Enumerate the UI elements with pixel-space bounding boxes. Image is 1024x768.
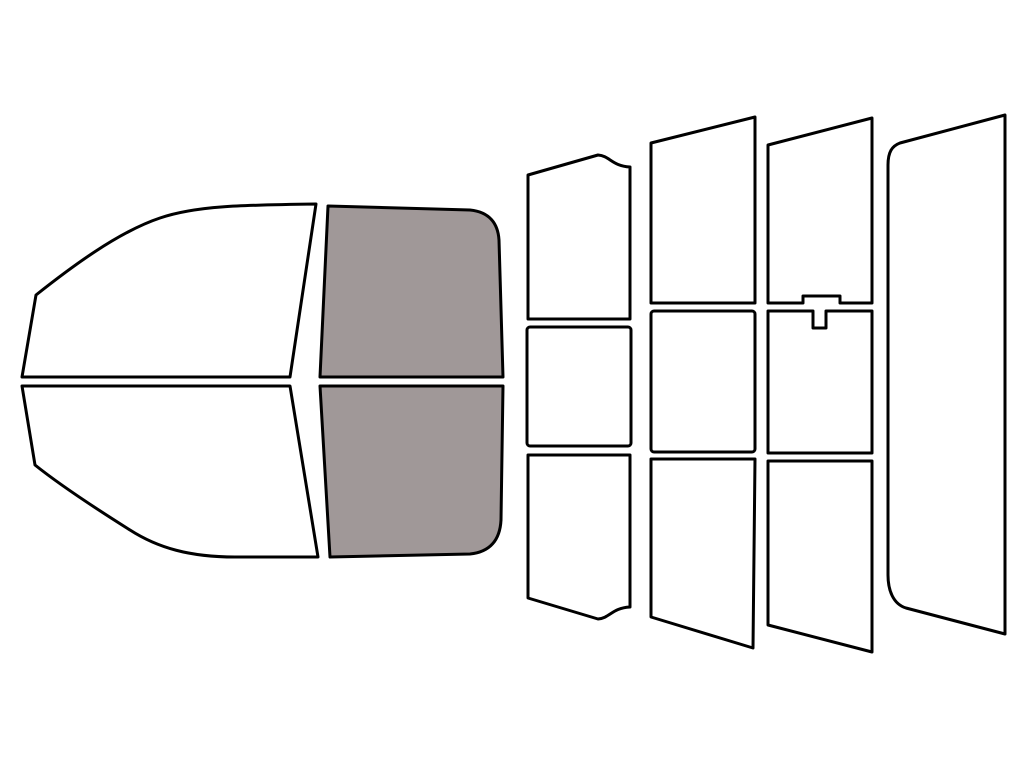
front-door-lower	[20, 384, 320, 559]
back-window-left-bottom	[526, 453, 632, 621]
windshield	[886, 113, 1007, 636]
back-window-center-bottom	[649, 457, 757, 650]
back-window-right-middle	[766, 309, 874, 455]
back-window-left-middle	[525, 325, 633, 448]
back-window-right-bottom	[766, 459, 874, 654]
front-door-upper	[20, 202, 318, 379]
back-window-left-top	[526, 153, 632, 321]
rear-door-upper	[318, 204, 505, 379]
rear-door-lower	[318, 384, 505, 559]
back-window-center-top	[649, 115, 757, 305]
back-window-center-middle	[649, 309, 757, 454]
back-window-right-top	[766, 116, 874, 305]
